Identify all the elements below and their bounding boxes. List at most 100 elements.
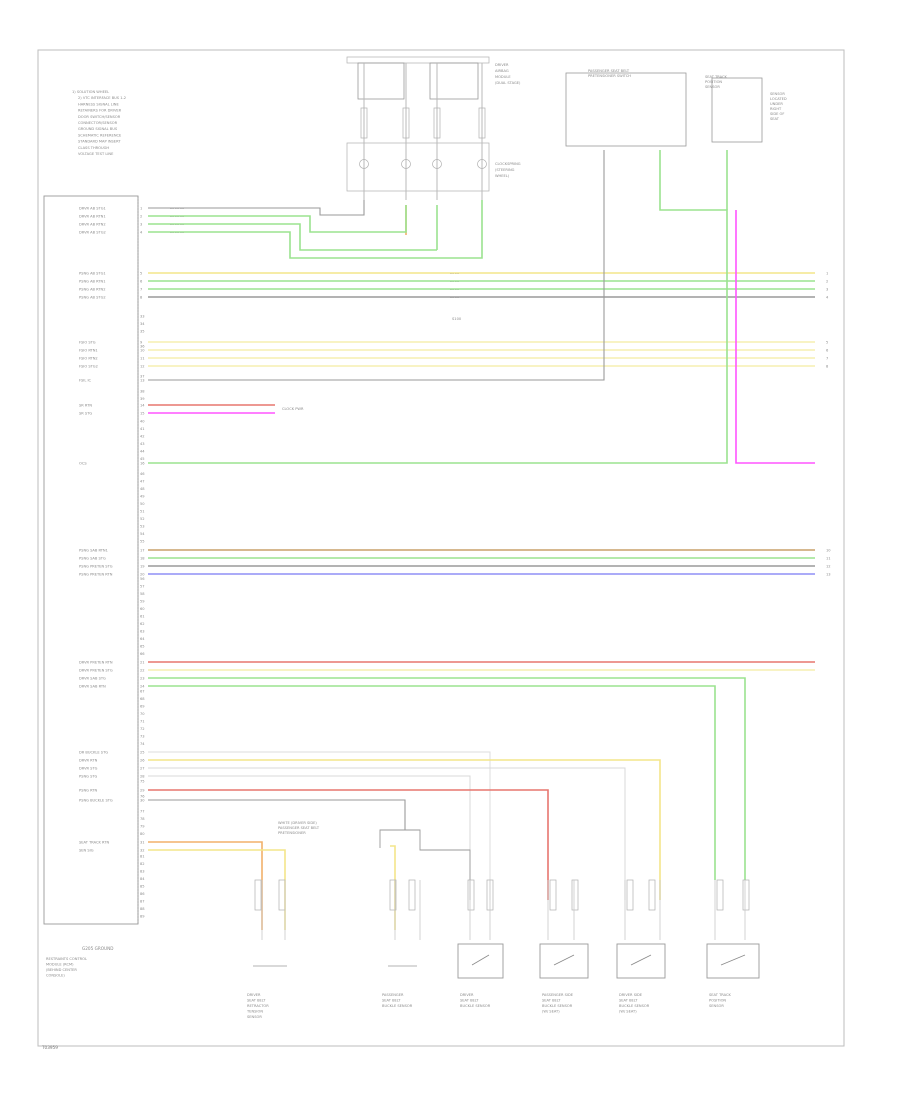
component-label: SEAT BELT	[542, 999, 561, 1003]
pin-number: 69	[140, 705, 145, 709]
pin-number: 29	[140, 789, 145, 793]
clockspring-label: WHEEL)	[495, 174, 510, 178]
component-label: BUCKLE SENSOR	[382, 1004, 413, 1008]
pin-number: 50	[140, 502, 145, 506]
pin-number: 71	[140, 720, 145, 724]
seat-track-box-top	[711, 77, 763, 143]
pin-label: PSNG STG	[79, 775, 98, 779]
pin-number: 33	[140, 315, 145, 319]
pin-number: 48	[140, 487, 145, 491]
psng-buckle-wire	[148, 799, 406, 830]
pin-number: 3	[140, 223, 142, 227]
pin-number: 42	[140, 435, 145, 439]
pin-label: SEAT TRACK RTN	[79, 841, 109, 845]
splice-wire	[379, 829, 471, 900]
wire-dest: 7	[826, 357, 828, 361]
legend-line: GROUND SIGNAL BUS	[78, 127, 118, 131]
pin-number: 89	[140, 915, 145, 919]
pin-number: 39	[140, 397, 145, 401]
legend-line: 2) VTC INTERFACE BUS 1-2	[78, 96, 126, 100]
component-terminal	[278, 879, 286, 911]
component-terminal	[571, 879, 579, 911]
component-terminal	[626, 879, 634, 911]
pin-number: 14	[140, 404, 145, 408]
psng-stg-wire	[148, 775, 471, 900]
pin-label: PSNG BUCKLE STG	[79, 799, 113, 803]
driver-airbag-label: AIRBAG	[495, 69, 509, 73]
pin-number: 75	[140, 780, 145, 784]
pin-number: 26	[140, 759, 145, 763]
pin-number: 85	[140, 885, 145, 889]
legend-line: SCHEMATIC REFERENCE	[78, 133, 122, 137]
pin-number: 65	[140, 645, 145, 649]
legend-line: DOOR SWITCH/SENSOR	[78, 115, 121, 119]
drvr-stg2-wire	[148, 200, 483, 259]
wire-dest: 1	[826, 272, 828, 276]
pin-number: 18	[140, 557, 145, 561]
pin-label: SR RTN	[79, 404, 92, 408]
pin-label: DRVR AB STG1	[79, 207, 106, 211]
pin-number: 9	[140, 341, 143, 345]
pin-number: 82	[140, 862, 145, 866]
component-label: SEAT BELT	[247, 999, 266, 1003]
pin-number: 59	[140, 600, 145, 604]
pin-number: 52	[140, 517, 145, 521]
pin-label: FSIO STG	[79, 341, 96, 345]
top-connector-pin	[359, 159, 369, 169]
clockspring-label: (STEERING	[495, 168, 515, 172]
top-connector-pin	[432, 159, 442, 169]
pin-number: 13	[140, 379, 145, 383]
component-label: (W/ SEAT)	[542, 1010, 560, 1014]
psng-sensor-lead	[390, 845, 396, 930]
drvr-stg1-wire	[148, 200, 365, 216]
component-terminal	[648, 879, 656, 911]
pin-number: 37	[140, 375, 145, 379]
pin-number: 36	[140, 345, 145, 349]
legend-line: RETAINERS FOR DRIVER	[78, 109, 122, 113]
sen-sig-wire	[148, 849, 286, 930]
pin-number: 19	[140, 565, 145, 569]
pin-number: 11	[140, 357, 145, 361]
bottom-connector-label: PRETENSIONER	[278, 831, 306, 835]
pin-number: 46	[140, 472, 145, 476]
psng-rtn-wire	[148, 789, 549, 900]
component-label: SENSOR	[709, 1004, 724, 1008]
pin-number: 56	[140, 577, 145, 581]
component-box	[457, 943, 504, 979]
ptc-box	[565, 72, 687, 147]
component-box	[616, 943, 666, 979]
pin-label: PSNG RTN	[79, 789, 97, 793]
pin-number: 60	[140, 607, 145, 611]
pin-number: 66	[140, 652, 145, 656]
drvr-rtn-wire	[148, 759, 661, 900]
component-terminal	[408, 879, 416, 911]
seat-track-top-label: POSITION	[705, 80, 722, 84]
sensor-note: SENSOR	[770, 92, 785, 96]
pin-label: FSIO RTN1	[79, 349, 98, 353]
driver-airbag-label: DRIVER	[495, 63, 509, 67]
drvr-rtn1-wire	[148, 205, 407, 233]
wire-dest: 6	[826, 349, 829, 353]
pin-number: 80	[140, 832, 145, 836]
ground-label: G205 GROUND	[82, 946, 113, 951]
pin-number: 49	[140, 495, 145, 499]
pin-number: 28	[140, 775, 145, 779]
top-connector-terminal	[478, 107, 486, 139]
pin-number: 40	[140, 420, 145, 424]
component-terminal	[742, 879, 750, 911]
component-label: TENSION	[246, 1010, 263, 1014]
wire-dest: 13	[826, 573, 831, 577]
bottom-connector-label: WHITE (DRIVER SIDE)	[278, 821, 317, 825]
drvr-stg-wire	[148, 767, 626, 900]
pin-number: 21	[140, 661, 145, 665]
component-label: POSITION	[709, 999, 726, 1003]
component-terminal	[389, 879, 397, 911]
legend-line: CONNECTOR/SENSOR	[78, 121, 118, 125]
driver-airbag-label: MODULE	[495, 75, 511, 79]
pin-label: PSNG AB STG2	[79, 296, 106, 300]
clockspring-label: CLOCKSPRING	[495, 162, 521, 166]
pin-label: OCS	[79, 462, 87, 466]
component-label: RETRACTOR	[247, 1004, 269, 1008]
seat-track-rtn-wire	[148, 841, 263, 930]
